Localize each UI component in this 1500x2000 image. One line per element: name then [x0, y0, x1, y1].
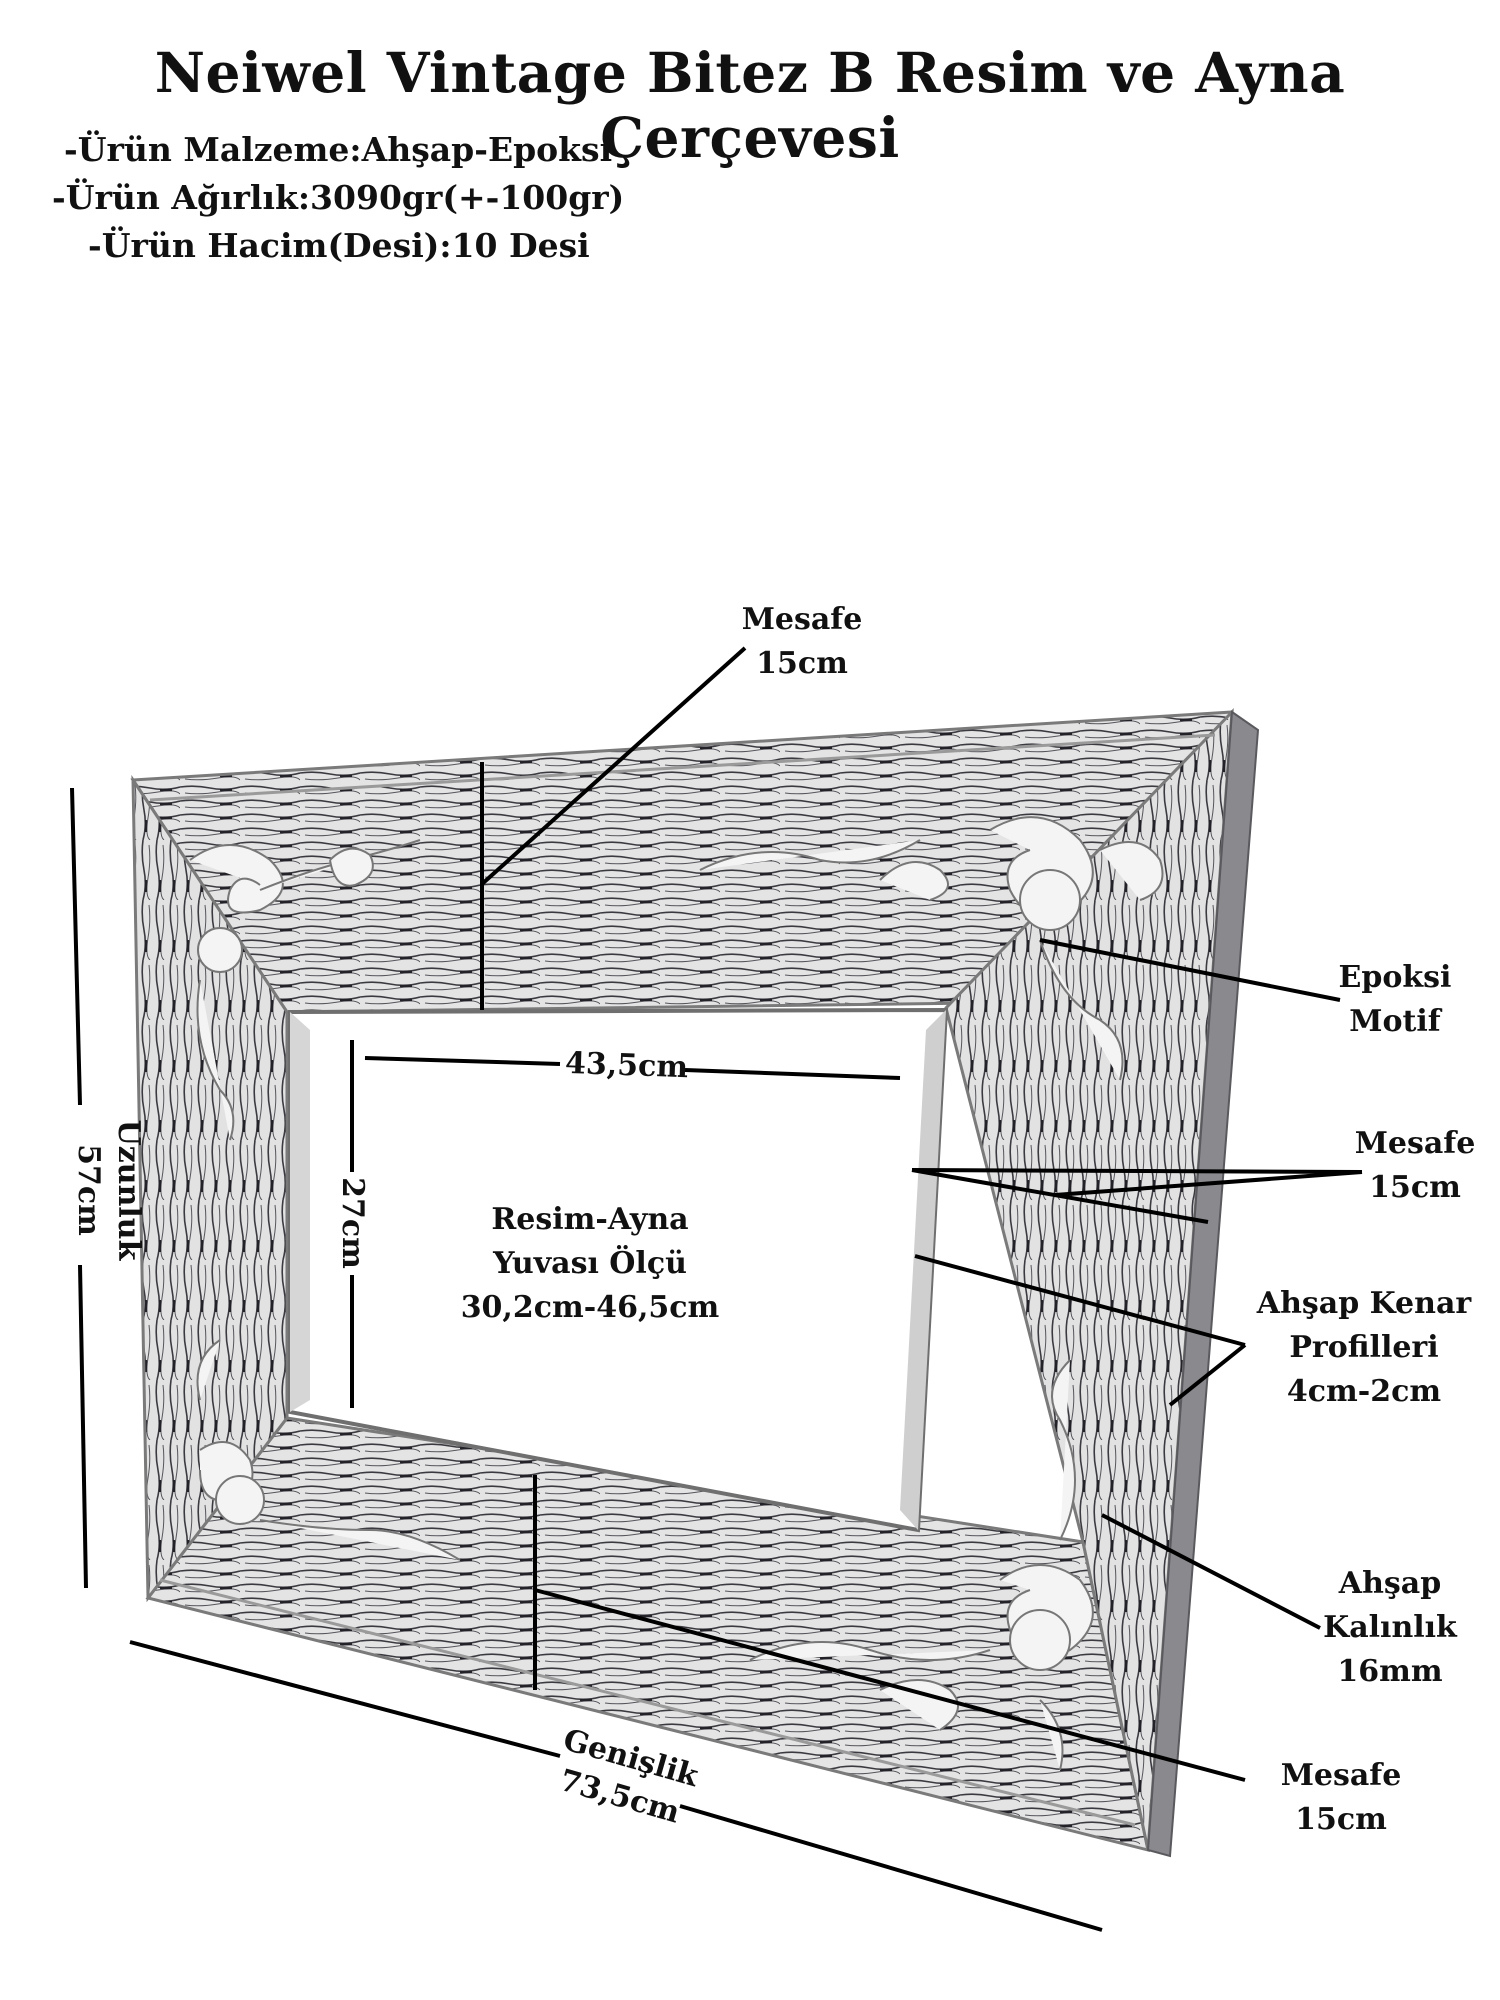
ornament-top-right — [699, 816, 1164, 1081]
label-mesafe-top: Mesafe 15cm — [712, 598, 892, 686]
ornament-bottom-right — [749, 1359, 1094, 1771]
frame-body — [130, 707, 1260, 1858]
label-opening-size: Resim-Ayna Yuvası Ölçü 30,2cm-46,5cm — [440, 1198, 740, 1330]
label-mesafe-top-line1: Mesafe — [741, 602, 863, 637]
label-profil-line1: Ahşap Kenar — [1256, 1286, 1472, 1321]
ornament-top-left — [189, 839, 421, 1141]
label-opening-line2: Yuvası Ölçü — [493, 1246, 687, 1281]
label-epoksi-motif: Epoksi Motif — [1320, 956, 1470, 1044]
page-title: Neiwel Vintage Bitez B Resim ve Ayna Çer… — [154, 40, 1346, 170]
label-profil-line3: 4cm-2cm — [1286, 1374, 1442, 1409]
label-height: Uzunluk 57cm — [68, 1100, 148, 1280]
label-epoksi-line2: Motif — [1349, 1004, 1441, 1039]
label-profil-line2: Profilleri — [1289, 1330, 1439, 1365]
label-mesafe-right-line1: Mesafe — [1354, 1126, 1476, 1161]
label-kalinlik: Ahşap Kalınlık 16mm — [1300, 1562, 1480, 1694]
label-height-line2: 57cm — [71, 1144, 106, 1236]
label-epoksi-line1: Epoksi — [1338, 960, 1452, 995]
label-inner-height: 27cm — [335, 1177, 370, 1269]
label-kalinlik-line2: Kalınlık — [1323, 1610, 1457, 1645]
label-opening-line3: 30,2cm-46,5cm — [460, 1290, 720, 1325]
label-kalinlik-line1: Ahşap — [1338, 1566, 1442, 1601]
annotation-lines — [70, 646, 1363, 1932]
label-height-line1: Uzunluk — [111, 1119, 146, 1261]
label-kenar-profil: Ahşap Kenar Profilleri 4cm-2cm — [1238, 1282, 1490, 1414]
spec-weight: -Ürün Ağırlık:3090gr(+-100gr) — [52, 178, 625, 217]
label-inner-width: 43,5cm — [564, 1045, 689, 1086]
spec-material: -Ürün Malzeme:Ahşap-Epoksi — [64, 130, 613, 169]
ornament-bottom-left — [196, 1339, 461, 1561]
label-mesafe-right: Mesafe 15cm — [1330, 1122, 1500, 1210]
label-kalinlik-line3: 16mm — [1337, 1654, 1443, 1689]
label-opening-line1: Resim-Ayna — [491, 1202, 689, 1237]
spec-volume: -Ürün Hacim(Desi):10 Desi — [88, 226, 590, 265]
label-mesafe-right-line2: 15cm — [1369, 1170, 1461, 1205]
label-mesafe-bottom-line2: 15cm — [1295, 1802, 1387, 1837]
label-mesafe-top-line2: 15cm — [756, 646, 848, 681]
label-mesafe-bottom: Mesafe 15cm — [1256, 1754, 1426, 1842]
label-mesafe-bottom-line1: Mesafe — [1280, 1758, 1402, 1793]
